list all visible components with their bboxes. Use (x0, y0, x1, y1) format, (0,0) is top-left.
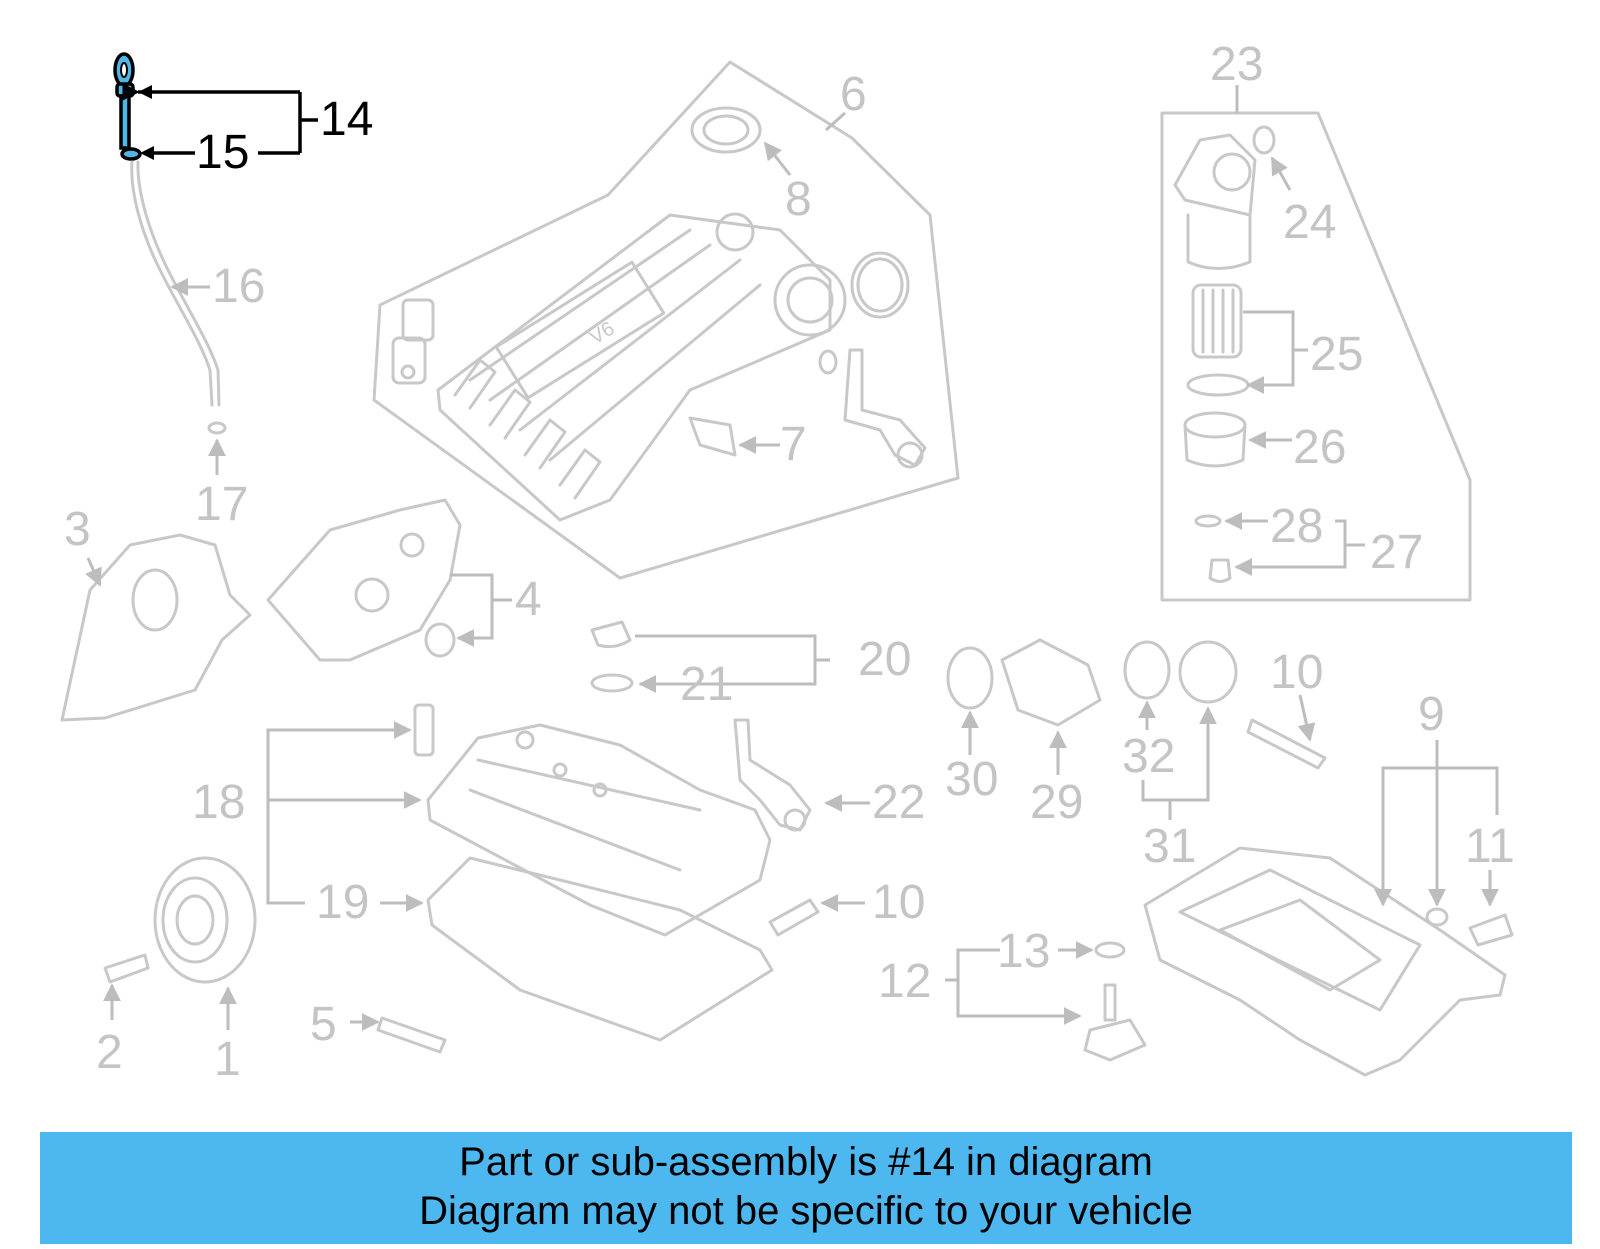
callout-16: 16 (212, 260, 265, 313)
housing-seal (1252, 125, 1276, 155)
banner-line-1: Part or sub-assembly is #14 in diagram (459, 1140, 1153, 1184)
valve-cover-bolt (413, 703, 435, 757)
callout-14: 14 (320, 93, 373, 146)
engine-cover-emblem (690, 106, 762, 154)
callout-29: 29 (1030, 776, 1083, 829)
callout-27: 27 (1370, 526, 1423, 579)
callout-32: 32 (1122, 730, 1175, 783)
cylinder-stud-upper (1246, 718, 1327, 770)
intake-manifold: V6 (436, 212, 847, 522)
oil-pan (1143, 846, 1507, 1077)
intake-sensor (391, 298, 435, 385)
tube-seal (207, 421, 227, 435)
dipstick-cap (115, 82, 135, 98)
pulley-bolt (103, 953, 150, 984)
pcv-hose (733, 718, 812, 832)
callout-19: 19 (316, 876, 369, 929)
callout-17: 17 (195, 478, 248, 531)
callout-24: 24 (1283, 196, 1336, 249)
oil-filter-housing (1173, 133, 1257, 270)
crankshaft-pulley (153, 856, 257, 984)
callout-9: 9 (1418, 688, 1445, 741)
callout-14-leader (122, 83, 318, 160)
callout-26: 26 (1293, 421, 1346, 474)
callout-23: 23 (1210, 38, 1263, 91)
callout-7: 7 (780, 418, 807, 471)
callout-6: 6 (840, 68, 867, 121)
callout-18: 18 (192, 776, 245, 829)
callout-1: 1 (214, 1033, 241, 1086)
cylinder-stud-lower (768, 898, 820, 937)
seal-4 (424, 622, 456, 658)
callout-10a: 10 (1270, 646, 1323, 699)
breather-hose (843, 348, 927, 467)
throttle-gasket (850, 251, 910, 319)
drain-washer (1194, 514, 1222, 528)
callout-28: 28 (1270, 500, 1323, 553)
callout-2: 2 (96, 1026, 123, 1079)
callout-12: 12 (878, 955, 931, 1008)
filter-gasket (1186, 373, 1250, 397)
manifold-gasket (688, 416, 737, 457)
info-banner: Part or sub-assembly is #14 in diagram D… (40, 1132, 1572, 1244)
dipstick-o-ring (120, 147, 142, 161)
oil-filter-group-outline (1160, 111, 1472, 602)
filler-cap-seal (590, 673, 634, 693)
callout-15: 15 (196, 126, 249, 179)
intake-group-outline (372, 60, 960, 580)
callout-13: 13 (997, 925, 1050, 978)
oil-filter-element (1191, 283, 1243, 359)
oil-level-sensor (1083, 1018, 1147, 1062)
sensor-o-ring (1094, 941, 1126, 959)
callout-31: 31 (1143, 820, 1196, 873)
stud-5 (376, 1016, 447, 1054)
valve-cover (426, 723, 772, 937)
oil-cooler (1000, 638, 1102, 727)
callout-4: 4 (515, 573, 542, 626)
dipstick-tube (130, 160, 214, 407)
small-o-ring (818, 349, 838, 375)
callout-10b: 10 (872, 876, 925, 929)
filter-cap (1183, 411, 1247, 468)
cooler-gasket (946, 646, 994, 710)
oil-drain-plug (1468, 913, 1514, 947)
callout-8: 8 (785, 173, 812, 226)
cooler-cap-31 (1178, 640, 1238, 704)
timing-cover-right (266, 498, 462, 662)
timing-cover-left (60, 533, 252, 722)
callout-22: 22 (872, 776, 925, 829)
callout-20: 20 (858, 633, 911, 686)
oil-filler-cap (590, 620, 632, 649)
callout-11: 11 (1465, 820, 1515, 873)
drain-plug (1208, 558, 1232, 583)
oil-pan-seal (1425, 907, 1449, 927)
seal-32 (1123, 640, 1171, 700)
valve-cover-gasket (426, 856, 774, 1042)
banner-line-2: Diagram may not be specific to your vehi… (419, 1189, 1193, 1233)
callout-3: 3 (64, 503, 91, 556)
callout-21: 21 (680, 658, 733, 711)
dipstick-shaft (119, 94, 131, 150)
callout-25: 25 (1310, 328, 1363, 381)
callout-5: 5 (310, 998, 337, 1051)
dipstick-assembly-highlight[interactable] (113, 52, 142, 161)
callout-30: 30 (945, 753, 998, 806)
